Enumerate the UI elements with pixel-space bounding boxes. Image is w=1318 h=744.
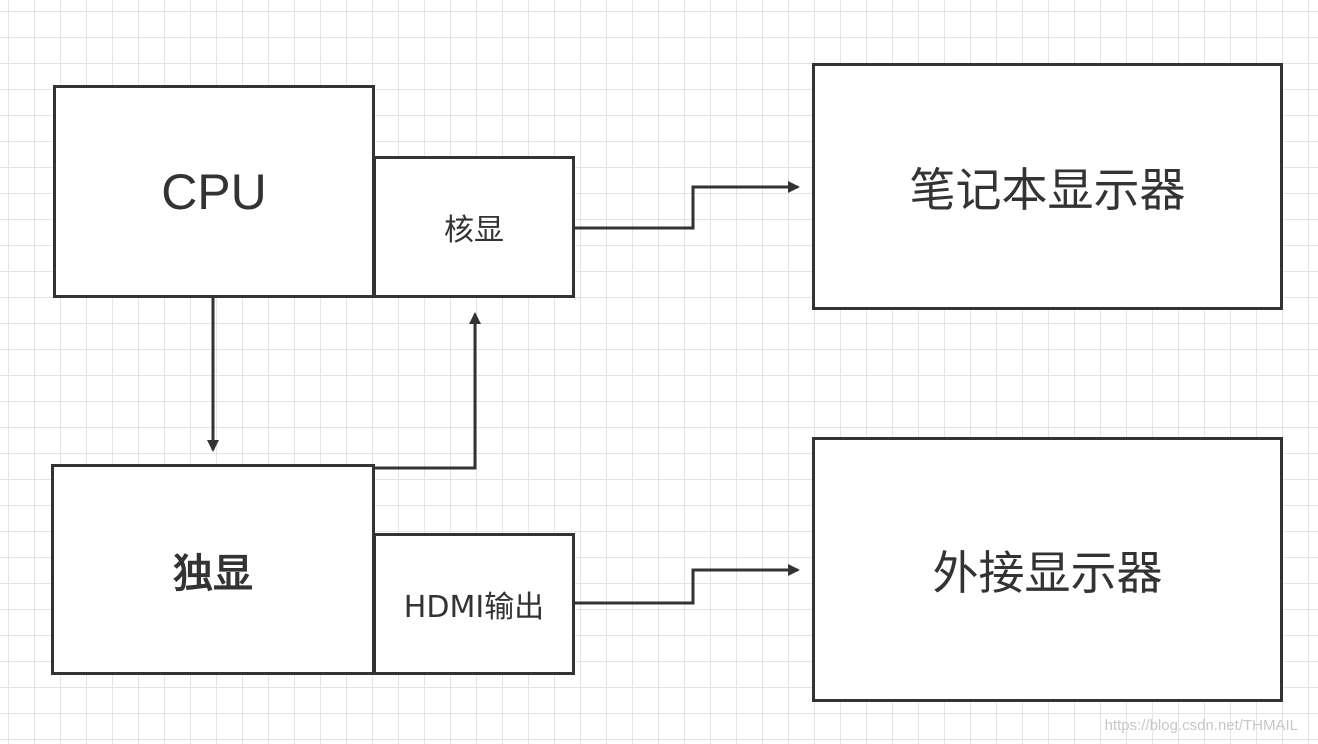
edge-dgpu-to-igpu [375,312,481,470]
node-external-display-label: 外接显示器 [932,545,1163,600]
node-laptop-display-label: 笔记本显示器 [909,162,1186,217]
edge-igpu-to-laptop-display [575,181,800,230]
node-hdmi-output-label: HDMI输出 [403,590,545,625]
node-discrete-graphics-label: 独显 [173,550,253,597]
edge-hdmi-to-external-display [575,564,800,605]
node-integrated-graphics: 核显 [373,156,575,298]
node-integrated-graphics-label: 核显 [444,213,504,248]
node-cpu: CPU [53,85,375,298]
node-discrete-graphics: 独显 [51,464,375,675]
node-laptop-display: 笔记本显示器 [812,63,1283,310]
watermark: https://blog.csdn.net/THMAIL [1104,717,1298,734]
node-cpu-label: CPU [161,163,267,220]
node-hdmi-output: HDMI输出 [373,533,575,675]
node-external-display: 外接显示器 [812,437,1283,702]
